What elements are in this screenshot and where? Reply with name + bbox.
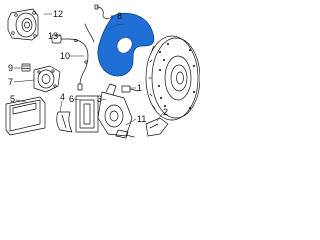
callout-2: 2 bbox=[163, 107, 169, 117]
speed-sensor-cable-drawing bbox=[51, 23, 95, 91]
clip-drawing bbox=[56, 111, 73, 133]
caliper-housing-drawing bbox=[75, 95, 99, 133]
sensor-plate-drawing bbox=[145, 117, 169, 137]
caliper-carrier-drawing bbox=[97, 83, 133, 137]
callout-5: 5 bbox=[10, 94, 16, 104]
callout-3: 3 bbox=[97, 94, 103, 104]
callout-4: 4 bbox=[60, 92, 66, 102]
brake-pads-drawing bbox=[5, 96, 46, 136]
callout-8: 8 bbox=[117, 11, 123, 21]
callout-11: 11 bbox=[137, 114, 147, 124]
brake-assembly-diagram: 12 8 13 9 10 7 5 4 6 3 1 11 2 bbox=[0, 0, 200, 147]
callout-1: 1 bbox=[137, 83, 143, 93]
diagram-drawing bbox=[5, 4, 200, 139]
callout-6: 6 bbox=[69, 94, 75, 104]
callout-9: 9 bbox=[8, 63, 14, 73]
bolt-9-drawing bbox=[21, 63, 31, 72]
callout-12: 12 bbox=[53, 9, 64, 19]
wheel-hub-drawing bbox=[7, 8, 39, 41]
knuckle-drawing bbox=[33, 65, 61, 93]
callout-7: 7 bbox=[8, 77, 14, 87]
wear-sensor-wire-drawing bbox=[94, 4, 113, 19]
callout-10: 10 bbox=[60, 51, 71, 61]
bolt-11-drawing bbox=[115, 129, 135, 139]
brake-disc-drawing bbox=[145, 35, 200, 121]
callout-13-top: 13 bbox=[48, 31, 59, 41]
dust-shield-drawing bbox=[97, 12, 155, 77]
bolt-13-drawing bbox=[121, 85, 139, 93]
